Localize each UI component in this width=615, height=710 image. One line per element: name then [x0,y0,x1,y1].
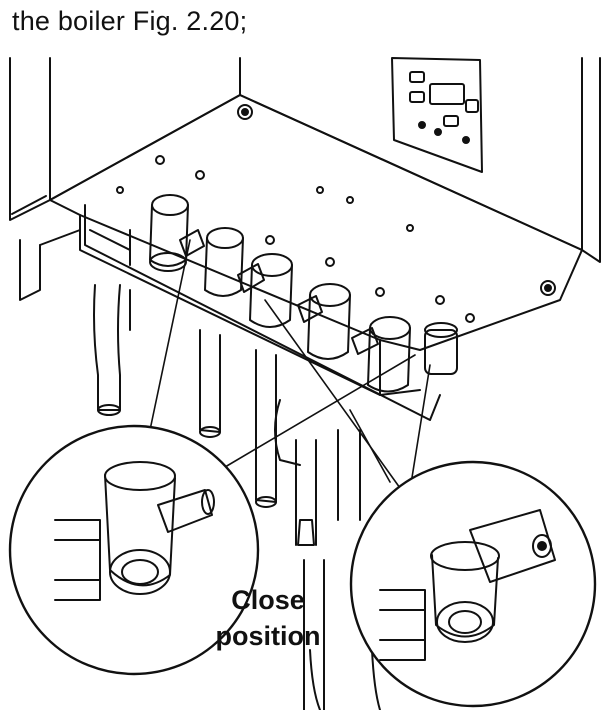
valve-manifold [84,204,441,421]
boiler-casing [9,57,601,263]
close-position-line2: position [215,621,321,651]
pipes [93,284,381,710]
valve-row [149,194,458,393]
right-valve-callout [349,460,597,708]
bottom-plate [19,94,583,396]
close-position-line1: Close [231,585,305,615]
left-valve-callout [8,424,260,676]
close-position-label: Close position [198,582,338,654]
figure-caption: the boiler Fig. 2.20; [12,6,248,36]
control-panel [391,57,483,173]
callout-leaders [149,239,431,491]
